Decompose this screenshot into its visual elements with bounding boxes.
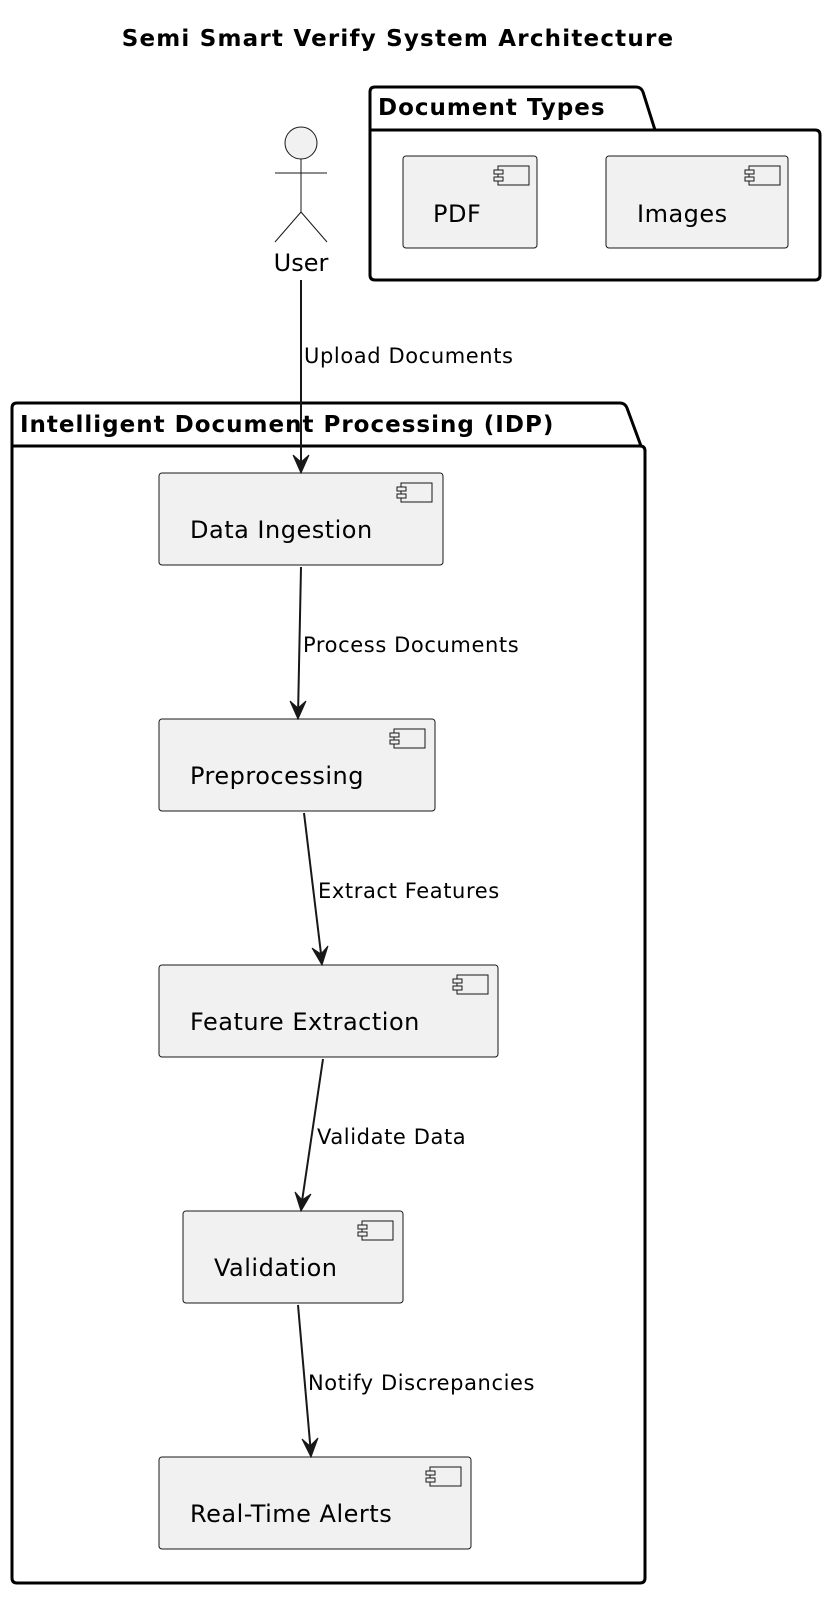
component-label: PDF xyxy=(433,200,481,228)
component-data-ingestion: Data Ingestion xyxy=(158,472,444,566)
component-icon xyxy=(493,165,530,186)
edge-label: Extract Features xyxy=(318,879,500,903)
component-feature-extraction: Feature Extraction xyxy=(158,964,499,1058)
arrowhead-icon xyxy=(292,454,310,475)
component-real-time-alerts: Real-Time Alerts xyxy=(158,1456,472,1550)
component-label: Images xyxy=(637,200,728,228)
package-idp: Intelligent Document Processing (IDP) Da… xyxy=(10,401,647,1585)
actor-head-icon xyxy=(284,126,318,160)
arrowhead-icon xyxy=(311,945,329,967)
component-pdf: PDF xyxy=(402,155,538,249)
component-label: Preprocessing xyxy=(190,762,364,790)
arrowhead-icon xyxy=(301,1437,319,1459)
edge-validate-data: Validate Data xyxy=(294,1058,466,1213)
arrowhead-icon xyxy=(289,700,307,721)
component-icon xyxy=(357,1220,394,1241)
package-label: Document Types xyxy=(378,95,606,121)
component-icon xyxy=(396,482,433,503)
edge-label: Validate Data xyxy=(317,1125,466,1149)
arrowhead-icon xyxy=(294,1191,312,1213)
component-icon xyxy=(744,165,781,186)
actor-label: User xyxy=(274,249,329,277)
edge-process-documents: Process Documents xyxy=(289,566,519,721)
diagram-title: Semi Smart Verify System Architecture xyxy=(122,26,675,52)
component-images: Images xyxy=(605,155,789,249)
component-label: Real-Time Alerts xyxy=(190,1500,392,1528)
component-icon xyxy=(389,728,426,749)
edge-label: Process Documents xyxy=(303,633,519,657)
edge-label: Notify Discrepancies xyxy=(308,1371,535,1395)
edge-notify-discrepancies: Notify Discrepancies xyxy=(297,1304,535,1459)
package-document-types: Document Types PDF Images xyxy=(368,85,822,282)
component-icon xyxy=(452,974,489,995)
actor-user: User xyxy=(274,126,329,277)
component-label: Feature Extraction xyxy=(190,1008,420,1036)
component-preprocessing: Preprocessing xyxy=(158,718,436,812)
component-icon xyxy=(425,1466,462,1487)
edge-extract-features: Extract Features xyxy=(303,812,500,967)
component-validation: Validation xyxy=(182,1210,404,1304)
edge-upload-documents: Upload Documents xyxy=(292,280,514,475)
edge-label: Upload Documents xyxy=(304,344,514,368)
component-label: Data Ingestion xyxy=(190,516,373,544)
package-label: Intelligent Document Processing (IDP) xyxy=(20,412,554,438)
component-label: Validation xyxy=(214,1254,338,1282)
